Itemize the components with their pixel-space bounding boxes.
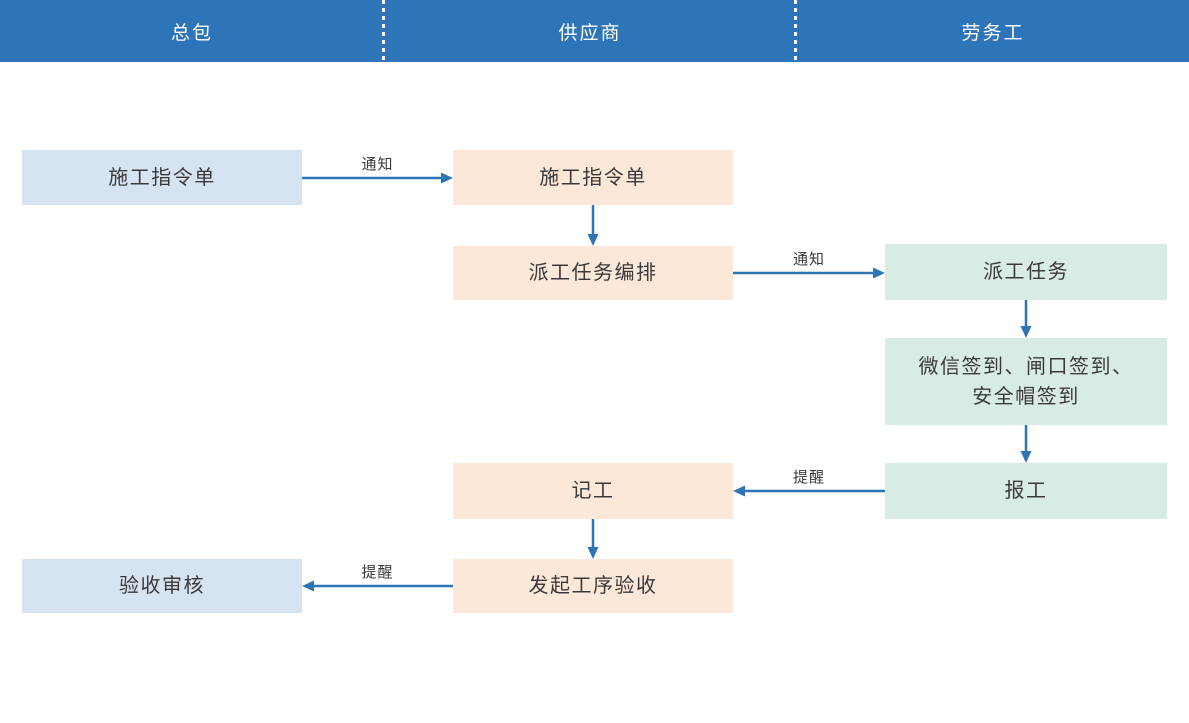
node-construction-order-supplier: 施工指令单 <box>453 150 733 205</box>
lane-title-laborer: 劳务工 <box>961 22 1025 44</box>
node-time-keeping: 记工 <box>453 463 733 519</box>
node-work-report: 报工 <box>885 463 1167 519</box>
node-dispatch-task: 派工任务 <box>885 244 1167 300</box>
edge-label-remind-2: 提醒 <box>361 564 394 581</box>
node-sign-in: 微信签到、闸口签到、 安全帽签到 <box>885 338 1167 425</box>
edge-label-notify-2: 通知 <box>792 251 825 268</box>
node-dispatch-task-scheduling: 派工任务编排 <box>453 246 733 300</box>
lane-divider <box>382 0 385 62</box>
edge-label-notify-1: 通知 <box>361 156 394 173</box>
node-acceptance-review: 验收审核 <box>22 559 302 613</box>
edge-label-remind-1: 提醒 <box>792 469 825 486</box>
lane-title-general-contractor: 总包 <box>170 22 213 44</box>
node-initiate-process-acceptance: 发起工序验收 <box>453 559 733 613</box>
lane-title-supplier: 供应商 <box>558 22 622 44</box>
lane-divider <box>794 0 797 62</box>
swimlane-header: 总包 供应商 劳务工 <box>0 0 1189 62</box>
node-construction-order-gc: 施工指令单 <box>22 150 302 205</box>
